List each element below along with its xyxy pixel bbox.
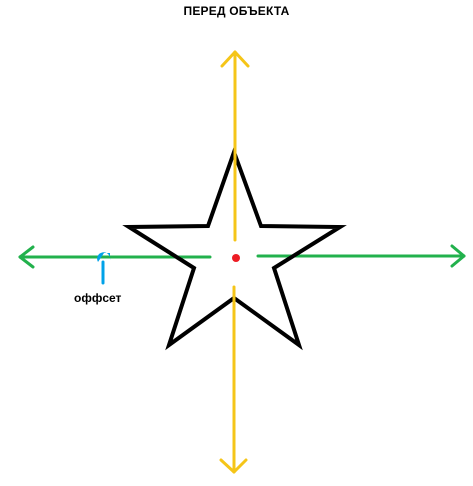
- center-dot-icon: [232, 254, 240, 262]
- offset-marker-head: [97, 252, 111, 262]
- horizontal-axis-right-arrowhead: [450, 244, 466, 268]
- horizontal-axis: [18, 244, 466, 269]
- offset-marker-icon: [97, 252, 111, 285]
- vertical-axis: [219, 50, 250, 474]
- horizontal-axis-left-arrowhead: [18, 245, 35, 269]
- offset-label: оффсет: [74, 291, 122, 305]
- diagram-title: ПЕРЕД ОБЪЕКТА: [183, 4, 290, 18]
- vertical-axis-bottom-arrowhead: [219, 458, 248, 474]
- vertical-axis-top-arrowhead: [220, 50, 250, 68]
